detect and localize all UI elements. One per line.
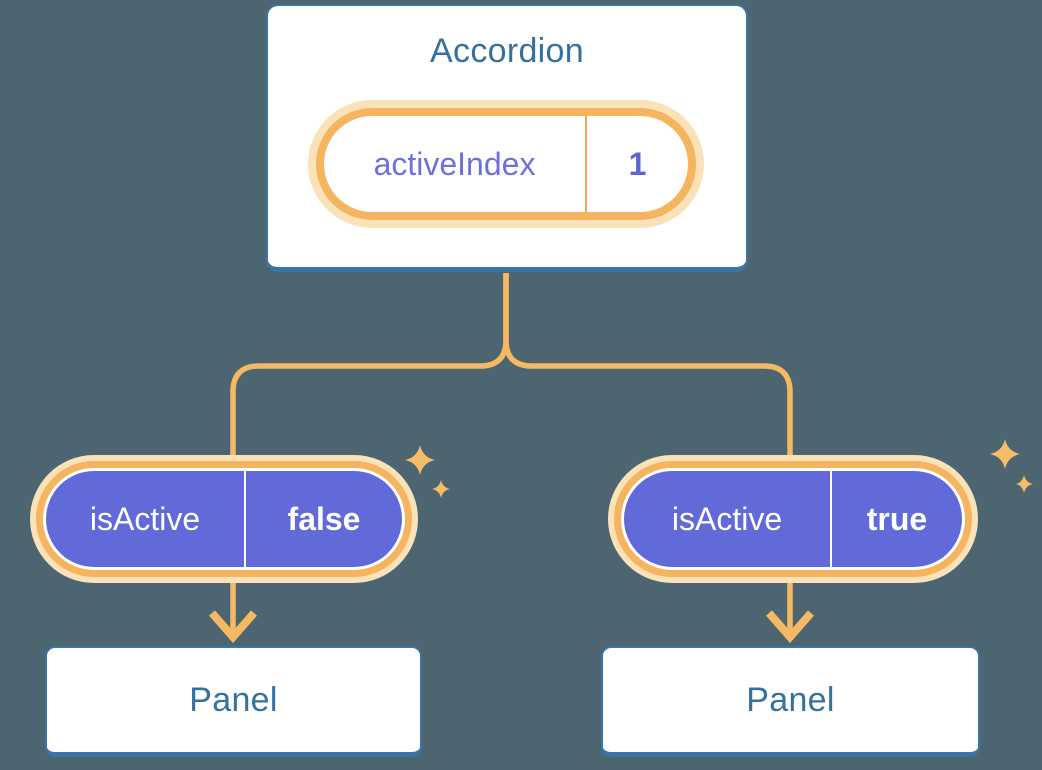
prop-name: isActive: [89, 500, 201, 537]
arrow-down-icon: [208, 610, 258, 644]
panel-label: Panel: [746, 680, 835, 719]
prop-pill-ring: isActive false: [36, 461, 412, 577]
prop-name: isActive: [671, 500, 783, 537]
tree-branch-right: [503, 273, 793, 633]
prop-pill-body: isActive false: [43, 468, 405, 570]
state-pill-body: activeIndex 1: [324, 116, 688, 212]
state-name: activeIndex: [373, 145, 536, 182]
sparkle-icon: [1016, 475, 1033, 493]
sparkle-icon: [990, 439, 1020, 469]
prop-pill-right: isActive true: [608, 455, 978, 583]
sparkle-icon: [432, 480, 450, 498]
panel-card-left: Panel: [45, 646, 422, 757]
pill-divider: [830, 471, 832, 567]
panel-label: Panel: [189, 680, 278, 719]
state-value: 1: [628, 145, 647, 182]
component-title: Accordion: [430, 32, 584, 70]
state-pill: activeIndex 1: [308, 100, 704, 228]
prop-value: true: [866, 500, 928, 537]
arrow-down-icon: [765, 610, 815, 644]
prop-pill-left: isActive false: [30, 455, 418, 583]
prop-value: false: [287, 500, 361, 537]
sparkle-icon: [405, 445, 435, 475]
prop-pill-ring: isActive true: [614, 461, 972, 577]
prop-pill-body: isActive true: [621, 468, 965, 570]
panel-card-right: Panel: [601, 646, 980, 757]
pill-divider: [585, 116, 587, 212]
pill-divider: [244, 471, 246, 567]
state-pill-ring: activeIndex 1: [316, 108, 696, 220]
